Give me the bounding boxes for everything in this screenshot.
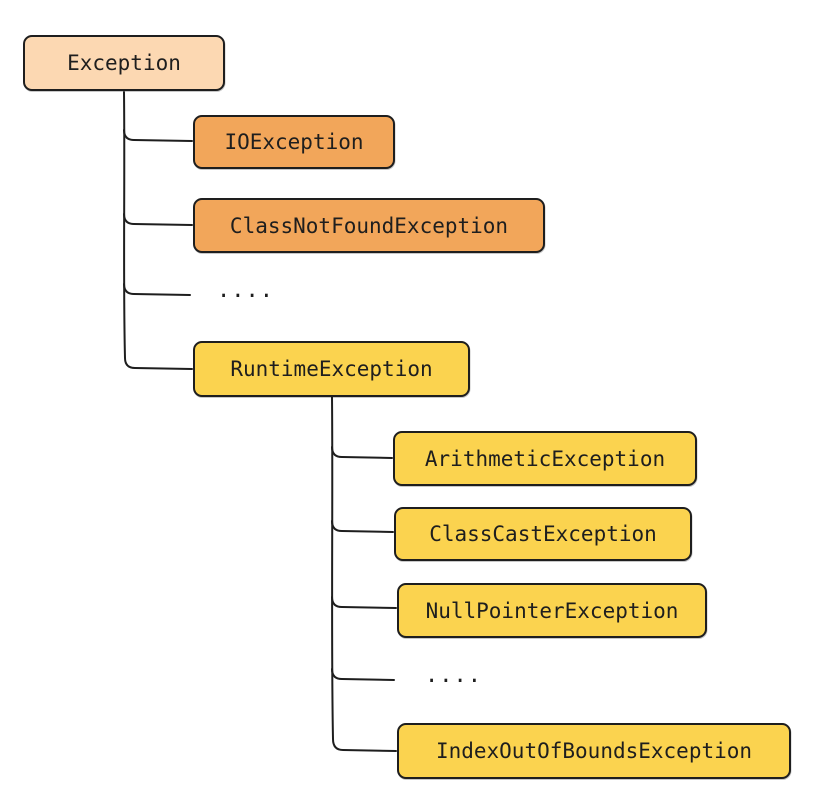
branch-ioexception bbox=[123, 129, 193, 142]
branch-ellipsis-1 bbox=[123, 283, 191, 296]
nullpointerexception-node: NullPointerException bbox=[397, 583, 707, 638]
ioexception-node: IOException bbox=[193, 115, 395, 169]
branch-nullpointer bbox=[331, 596, 397, 609]
root-trunk-line bbox=[123, 91, 193, 370]
runtime-trunk-line bbox=[331, 396, 397, 752]
arithmeticexception-node: ArithmeticException bbox=[393, 431, 697, 486]
branch-classcast bbox=[331, 520, 394, 533]
branch-classnotfound bbox=[123, 213, 193, 226]
classnotfoundexception-node: ClassNotFoundException bbox=[193, 198, 545, 253]
classcastexception-node: ClassCastException bbox=[394, 507, 692, 561]
ellipsis-checked: .... bbox=[217, 278, 274, 303]
runtimeexception-node: RuntimeException bbox=[193, 341, 470, 397]
branch-arithmetic bbox=[331, 446, 393, 459]
branch-ellipsis-2 bbox=[331, 668, 395, 681]
indexoutofboundsexception-node: IndexOutOfBoundsException bbox=[397, 723, 791, 779]
ellipsis-runtime: .... bbox=[425, 663, 482, 688]
exception-node: Exception bbox=[23, 35, 225, 91]
